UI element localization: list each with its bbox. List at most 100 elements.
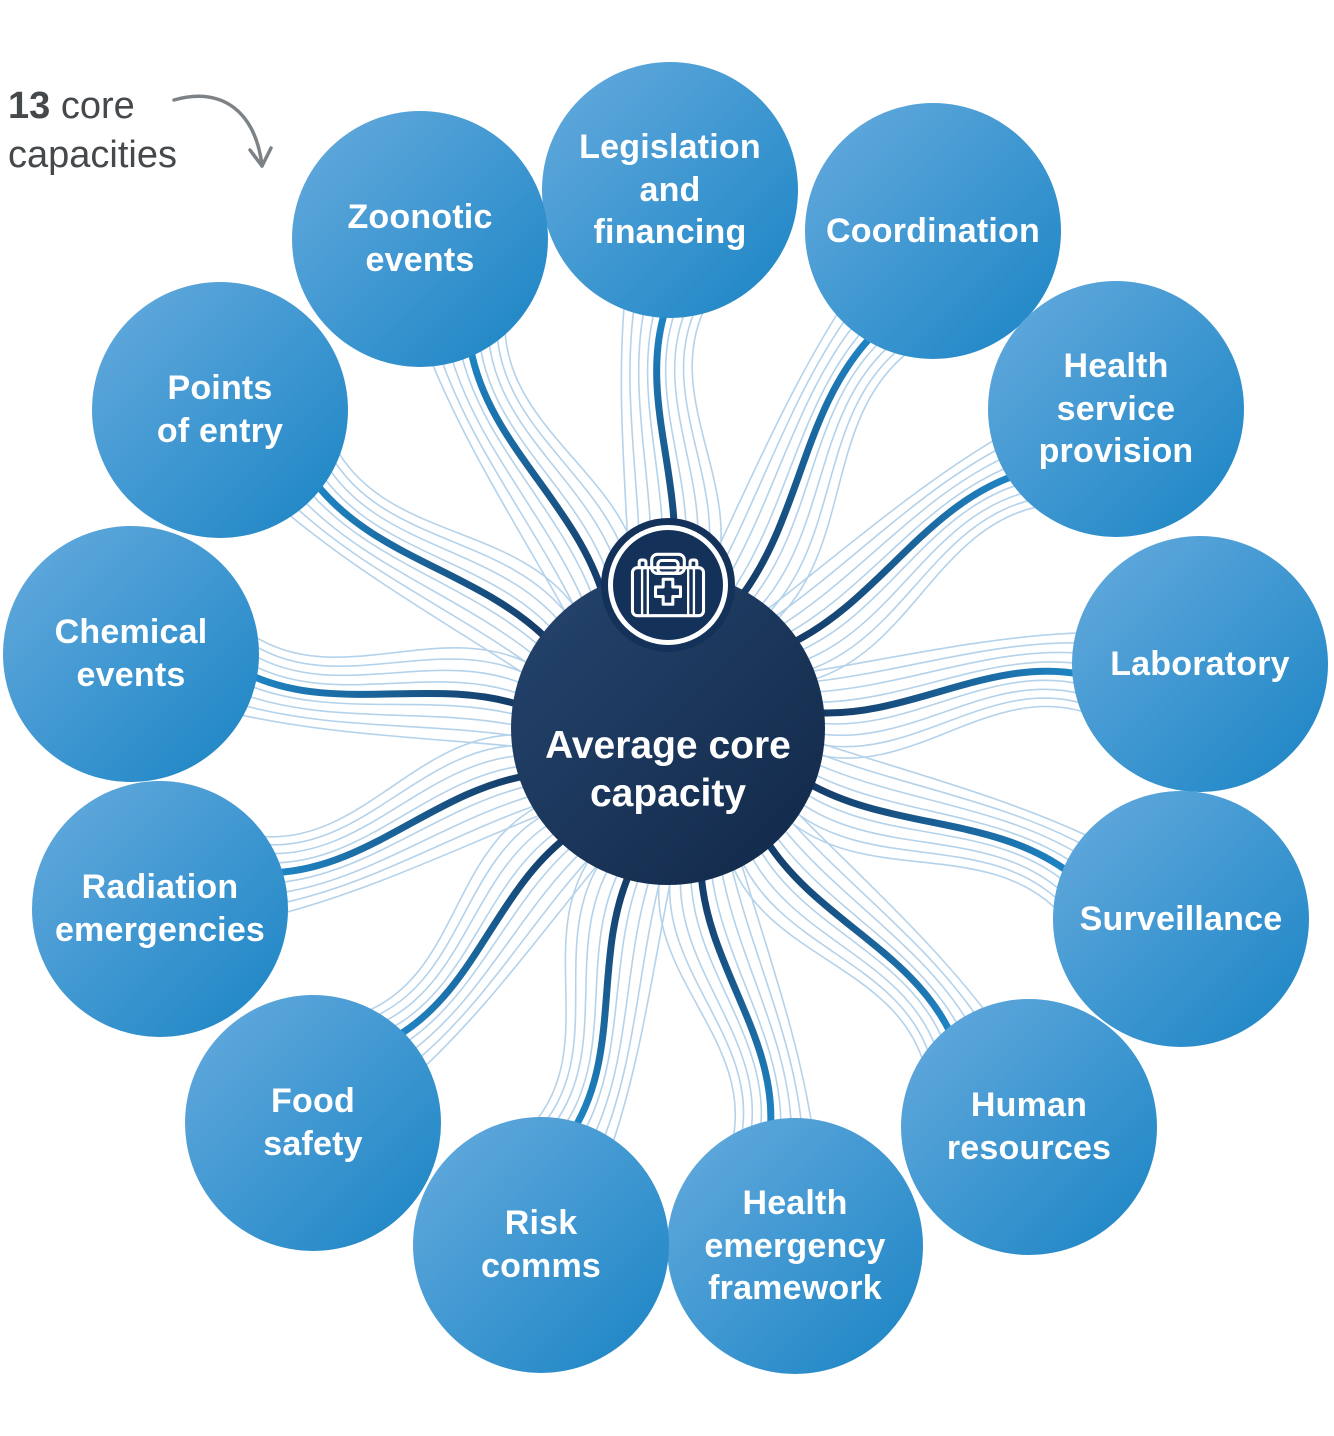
spoke-line-highlight bbox=[804, 779, 1074, 877]
spoke-line-highlight bbox=[737, 331, 877, 601]
spoke-line bbox=[333, 445, 578, 610]
spoke-line bbox=[806, 631, 1085, 673]
capacity-node-label: Zoonotic events bbox=[347, 198, 493, 279]
spoke-line bbox=[814, 705, 1092, 759]
spoke-line bbox=[710, 870, 782, 1128]
capacity-node-label: Health service provision bbox=[1038, 346, 1194, 471]
capacity-node-label: Food safety bbox=[263, 1082, 363, 1163]
spoke-line bbox=[246, 683, 520, 717]
spoke-line bbox=[809, 504, 1046, 682]
spoke-line bbox=[420, 860, 601, 1072]
spoke-line bbox=[810, 772, 1076, 865]
spoke-line bbox=[254, 733, 519, 838]
spoke-line bbox=[330, 454, 570, 617]
spoke-line bbox=[773, 833, 961, 1030]
capacity-node-label: Health emergency framework bbox=[704, 1183, 886, 1308]
spoke-line bbox=[270, 765, 524, 864]
spoke-line bbox=[740, 858, 932, 1060]
spoke-line bbox=[283, 510, 529, 677]
spoke-line bbox=[802, 791, 1068, 884]
spoke-line bbox=[749, 852, 938, 1051]
spoke-line bbox=[248, 632, 533, 666]
spoke-line bbox=[805, 498, 1038, 672]
capacity-node-label: Human resources bbox=[946, 1086, 1112, 1167]
capacity-node-label: Points of entry bbox=[156, 369, 284, 450]
capacity-node-label: Surveillance bbox=[1079, 899, 1283, 938]
spoke-line bbox=[816, 741, 1094, 839]
spoke-line bbox=[757, 846, 945, 1044]
spoke-line bbox=[479, 342, 613, 590]
capacity-node-human-resources: Human resources bbox=[901, 999, 1157, 1255]
spoke-line bbox=[387, 829, 560, 1031]
spoke-line bbox=[276, 784, 531, 884]
spoke-line bbox=[812, 651, 1082, 693]
spoke-line bbox=[552, 865, 611, 1127]
capacity-node-label: Chemical events bbox=[54, 613, 208, 694]
capacity-node-chemical-events: Chemical events bbox=[3, 526, 259, 782]
spoke-line bbox=[657, 877, 737, 1145]
spoke-line bbox=[234, 712, 520, 748]
spoke-line bbox=[777, 456, 1007, 628]
spoke-line bbox=[730, 328, 865, 593]
spoke-line bbox=[429, 357, 569, 618]
spoke-line bbox=[260, 744, 520, 846]
capacity-node-food-safety: Food safety bbox=[185, 995, 441, 1251]
spoke-line bbox=[817, 688, 1085, 737]
spoke-line bbox=[749, 338, 883, 604]
spoke-line bbox=[815, 751, 1087, 847]
spoke-line bbox=[668, 877, 745, 1140]
spoke-line bbox=[307, 490, 543, 649]
spoke-line bbox=[773, 348, 913, 623]
spoke-line bbox=[792, 809, 1063, 905]
spoke-line bbox=[610, 877, 672, 1149]
spoke-line-highlight bbox=[392, 834, 570, 1041]
arrow-head bbox=[248, 146, 273, 168]
spoke-line-highlight bbox=[270, 772, 530, 877]
spoke-line-highlight bbox=[245, 671, 524, 709]
capacity-node-points-of-entry: Points of entry bbox=[92, 282, 348, 538]
spoke-line bbox=[601, 877, 662, 1143]
spoke-line bbox=[793, 808, 989, 1016]
spoke-line bbox=[243, 693, 519, 727]
spoke-line bbox=[816, 697, 1088, 748]
spoke-line-highlight bbox=[813, 667, 1084, 717]
capacity-node-health-emergency-framework: Health emergency framework bbox=[667, 1118, 923, 1374]
spoke-line bbox=[770, 446, 1003, 621]
spoke-line bbox=[690, 875, 763, 1132]
spoke-line bbox=[379, 821, 553, 1025]
capacity-node-zoonotic-events: Zoonotic events bbox=[292, 111, 548, 367]
spoke-line bbox=[796, 482, 1023, 653]
spoke-line bbox=[325, 464, 562, 624]
spoke-line bbox=[780, 825, 970, 1024]
spoke-line bbox=[801, 490, 1030, 662]
capacity-node-risk-comms: Risk comms bbox=[413, 1117, 669, 1373]
spoke-line-highlight bbox=[697, 870, 775, 1132]
spoke-line bbox=[784, 465, 1012, 636]
spoke-line bbox=[757, 342, 893, 610]
spoke-line bbox=[562, 869, 621, 1128]
spoke-line bbox=[320, 473, 555, 632]
capacities-heading-text: core capacities bbox=[8, 85, 177, 176]
capacity-node-legislation-and-financing: Legislation and financing bbox=[542, 62, 798, 318]
spoke-line bbox=[402, 843, 575, 1045]
spoke-line bbox=[787, 817, 979, 1020]
spoke-line bbox=[439, 356, 577, 611]
spoke-line-highlight bbox=[467, 344, 606, 597]
spoke-line bbox=[810, 642, 1083, 683]
spoke-line bbox=[249, 663, 523, 696]
arrow-curve bbox=[172, 94, 264, 168]
spoke-line bbox=[531, 856, 592, 1127]
first-aid-badge bbox=[601, 518, 735, 652]
curved-arrow-icon bbox=[168, 84, 288, 189]
spoke-line bbox=[250, 652, 526, 686]
spoke-line bbox=[592, 876, 651, 1138]
capacity-node-label: Radiation emergencies bbox=[54, 868, 266, 949]
spoke-line bbox=[409, 850, 583, 1054]
spoke-line bbox=[720, 867, 793, 1127]
spoke-line bbox=[370, 813, 546, 1019]
spoke-line-highlight bbox=[763, 837, 956, 1039]
spoke-line bbox=[460, 351, 594, 599]
spoke-line bbox=[265, 754, 522, 855]
